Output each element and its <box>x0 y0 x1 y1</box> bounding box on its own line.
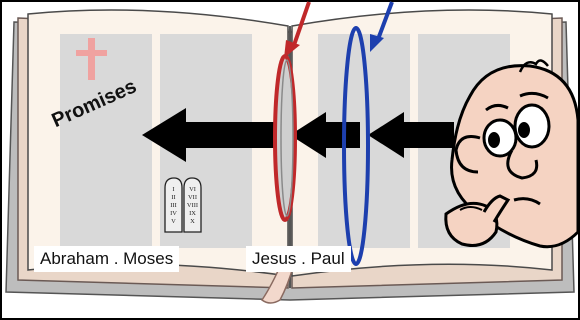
tablet-numeral: VI <box>189 186 196 193</box>
arrow-left-2 <box>290 112 360 158</box>
bookmark-ribbon <box>260 261 295 304</box>
blue-pointer-arrow <box>370 1 394 52</box>
tablet-numeral: IX <box>189 210 196 217</box>
red-pointer-arrow <box>284 1 311 58</box>
tablet-numeral: VIII <box>187 202 198 209</box>
tablet-numeral: IV <box>170 210 177 217</box>
cross-icon <box>76 38 107 80</box>
tablets-icon: I II III IV V VI VII VIII IX X <box>164 177 202 233</box>
blue-lens <box>342 26 370 266</box>
tablet-numeral: V <box>171 218 176 225</box>
tablet-numeral: X <box>190 218 195 225</box>
arrow-left-1 <box>142 108 278 162</box>
tablet-numeral: VII <box>188 194 197 201</box>
abraham-moses-label: Abraham . Moses <box>34 246 180 272</box>
jesus-paul-label: Jesus . Paul <box>246 246 351 272</box>
tablet-numeral: III <box>170 202 177 209</box>
red-lens <box>273 54 297 222</box>
tablet-numeral: II <box>171 194 175 201</box>
left-text-column-1 <box>60 34 152 248</box>
tablet-numeral: I <box>172 186 174 193</box>
arrow-left-3 <box>368 112 454 158</box>
cartoon-man-illustration <box>444 59 580 249</box>
